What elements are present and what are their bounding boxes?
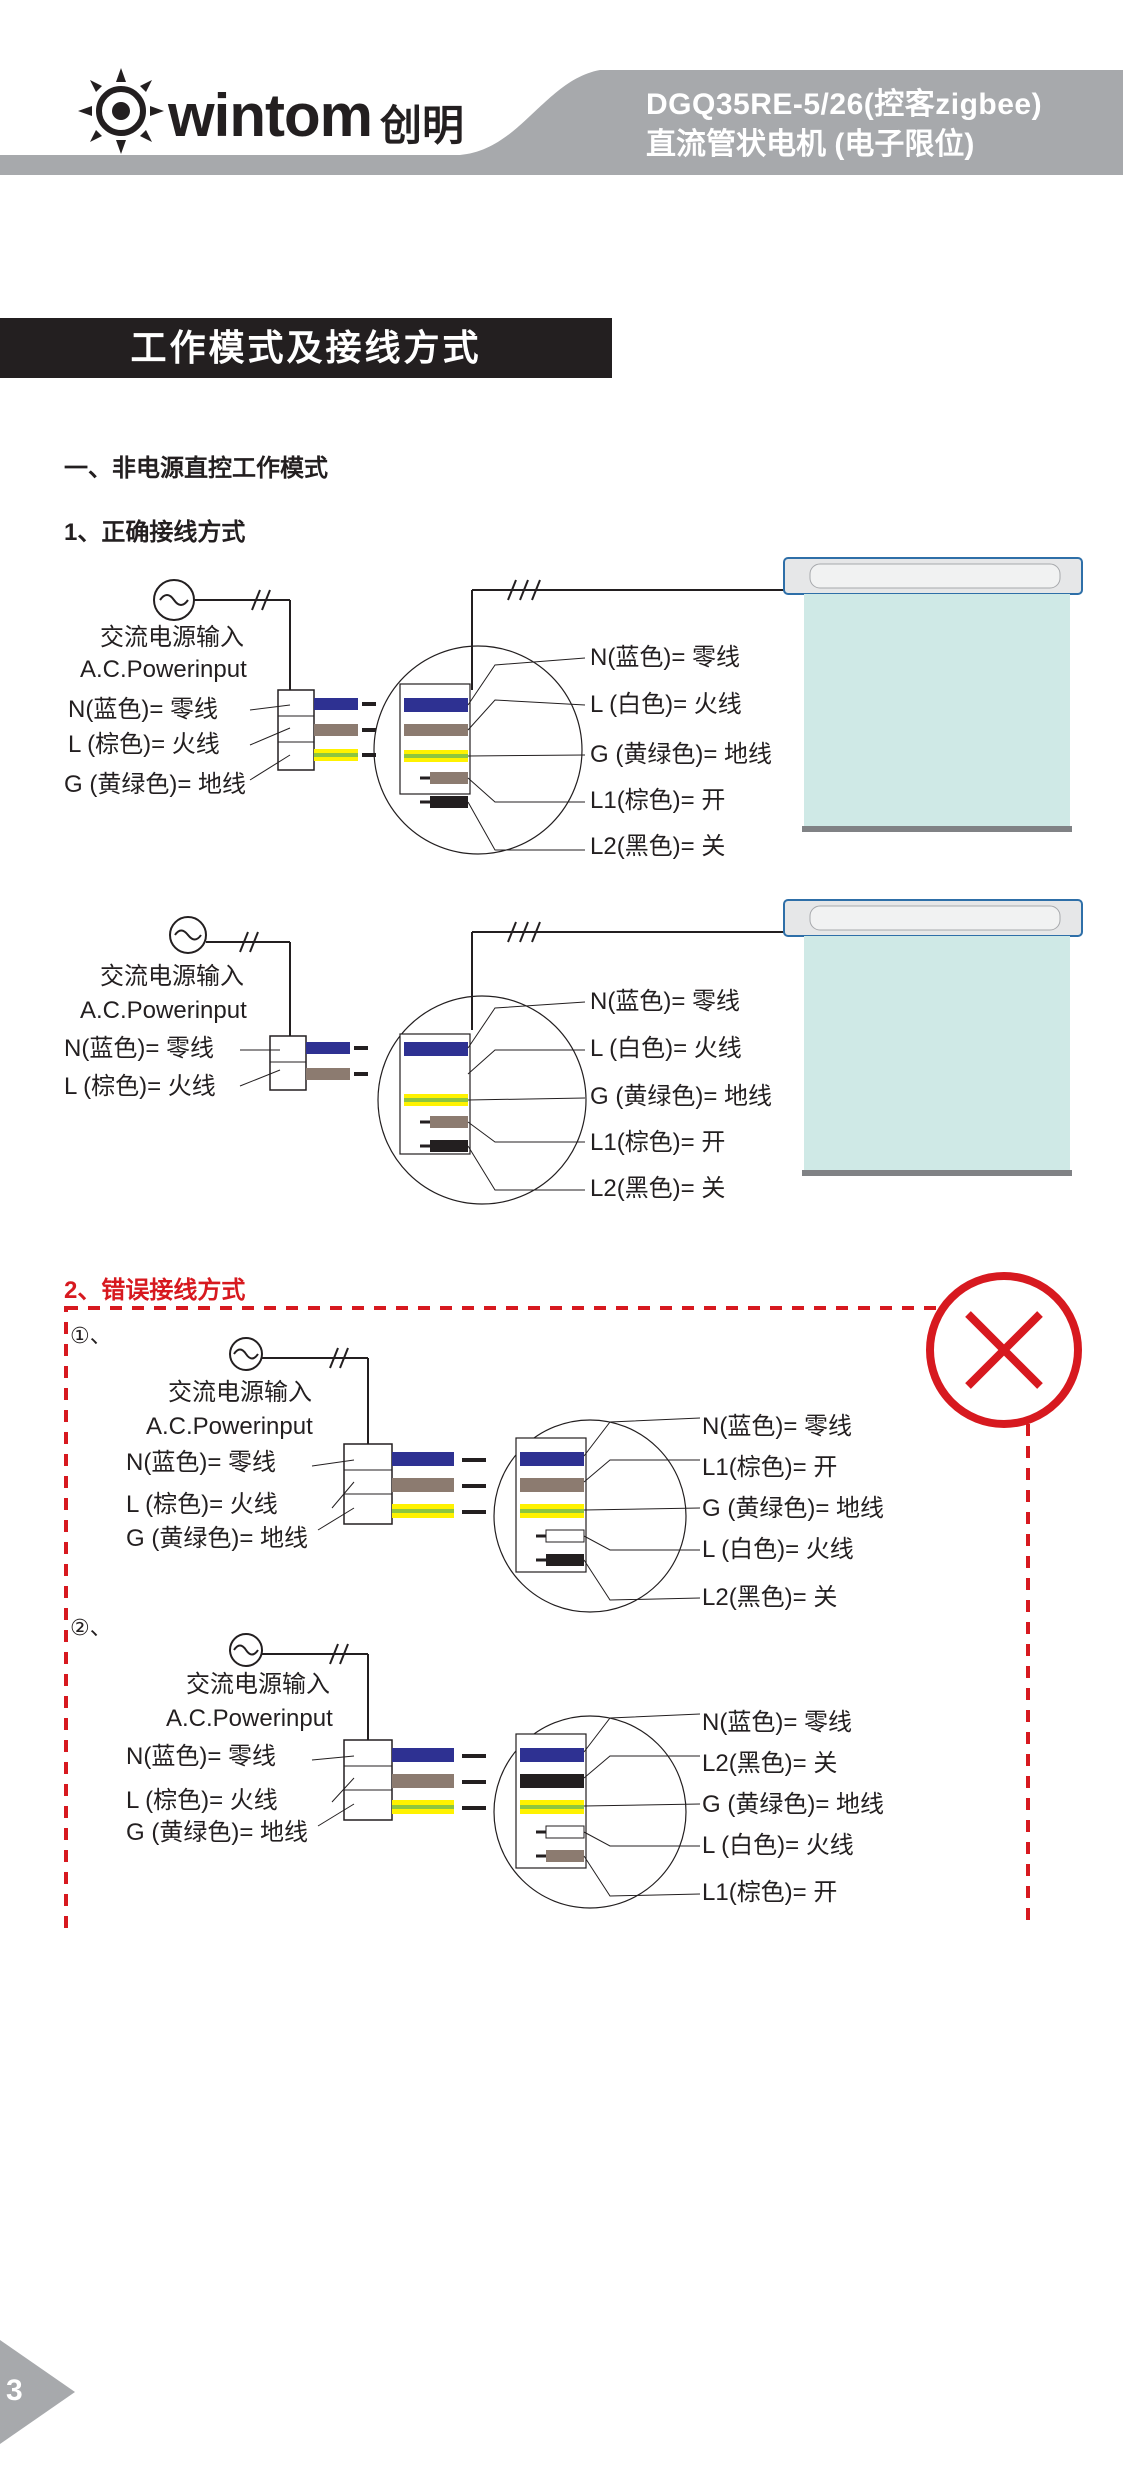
d1-right-label: L2(黑色)= 关 <box>590 833 726 860</box>
d1-left-label: G (黄绿色)= 地线 <box>64 771 247 798</box>
w2-right-label: N(蓝色)= 零线 <box>702 1709 852 1736</box>
w1-right-label: G (黄绿色)= 地线 <box>702 1495 885 1522</box>
wiring-diagram-correct-1 <box>153 557 1083 855</box>
w1-right-label: L2(黑色)= 关 <box>702 1584 838 1611</box>
wiring-diagram-correct-2 <box>169 899 1083 1205</box>
w2-right-label: L1(棕色)= 开 <box>702 1879 838 1906</box>
d2-right-label: L2(黑色)= 关 <box>590 1175 726 1202</box>
wrong-wiring-heading: 2、错误接线方式 <box>64 1277 246 1304</box>
wrong-case-1-marker: ①、 <box>70 1323 112 1348</box>
w2-right-label: L (白色)= 火线 <box>702 1832 854 1859</box>
power-input-cn: 交流电源输入 <box>100 624 244 651</box>
w1-left-label: N(蓝色)= 零线 <box>126 1449 276 1476</box>
brand-name-cn: 创明 <box>380 102 465 149</box>
page-number-tab <box>0 2340 75 2444</box>
mode-heading: 一、非电源直控工作模式 <box>64 455 328 482</box>
brand-name: wintom <box>168 82 373 149</box>
header-band <box>0 70 1123 175</box>
power-input-en: A.C.Powerinput <box>80 997 247 1024</box>
section-title-bar <box>0 318 612 378</box>
wrong-case-2-marker: ②、 <box>70 1615 112 1640</box>
w2-left-label: L (棕色)= 火线 <box>126 1787 278 1814</box>
d1-left-label: L (棕色)= 火线 <box>68 731 220 758</box>
d2-right-label: G (黄绿色)= 地线 <box>590 1083 773 1110</box>
d1-left-label: N(蓝色)= 零线 <box>68 696 218 723</box>
wrong-wiring-frame <box>64 1272 1082 1930</box>
w2-left-label: N(蓝色)= 零线 <box>126 1743 276 1770</box>
w2-right-label: L2(黑色)= 关 <box>702 1750 838 1777</box>
d2-right-label: L1(棕色)= 开 <box>590 1129 726 1156</box>
section-title: 工作模式及接线方式 <box>130 327 482 368</box>
power-input-cn: 交流电源输入 <box>168 1379 312 1406</box>
w1-left-label: G (黄绿色)= 地线 <box>126 1525 309 1552</box>
w2-right-label: G (黄绿色)= 地线 <box>702 1791 885 1818</box>
w1-right-label: L (白色)= 火线 <box>702 1536 854 1563</box>
power-input-cn: 交流电源输入 <box>100 963 244 990</box>
w1-right-label: L1(棕色)= 开 <box>702 1454 838 1481</box>
d2-left-label: L (棕色)= 火线 <box>64 1073 216 1100</box>
page-number: 3 <box>6 2374 23 2407</box>
logo-sun-icon <box>76 66 166 156</box>
d1-right-label: N(蓝色)= 零线 <box>590 644 740 671</box>
power-input-cn: 交流电源输入 <box>186 1671 330 1698</box>
w1-right-label: N(蓝色)= 零线 <box>702 1413 852 1440</box>
d1-right-label: L (白色)= 火线 <box>590 691 742 718</box>
d2-left-label: N(蓝色)= 零线 <box>64 1035 214 1062</box>
w2-left-label: G (黄绿色)= 地线 <box>126 1819 309 1846</box>
product-subtitle: 直流管状电机 (电子限位) <box>646 128 975 161</box>
d2-right-label: L (白色)= 火线 <box>590 1035 742 1062</box>
power-input-en: A.C.Powerinput <box>166 1705 333 1732</box>
d2-right-label: N(蓝色)= 零线 <box>590 988 740 1015</box>
d1-right-label: L1(棕色)= 开 <box>590 787 726 814</box>
model-title: DGQ35RE-5/26(控客zigbee) <box>646 88 1043 121</box>
w1-left-label: L (棕色)= 火线 <box>126 1491 278 1518</box>
d1-right-label: G (黄绿色)= 地线 <box>590 741 773 768</box>
correct-wiring-heading: 1、正确接线方式 <box>64 519 246 546</box>
power-input-en: A.C.Powerinput <box>146 1413 313 1440</box>
power-input-en: A.C.Powerinput <box>80 656 247 683</box>
